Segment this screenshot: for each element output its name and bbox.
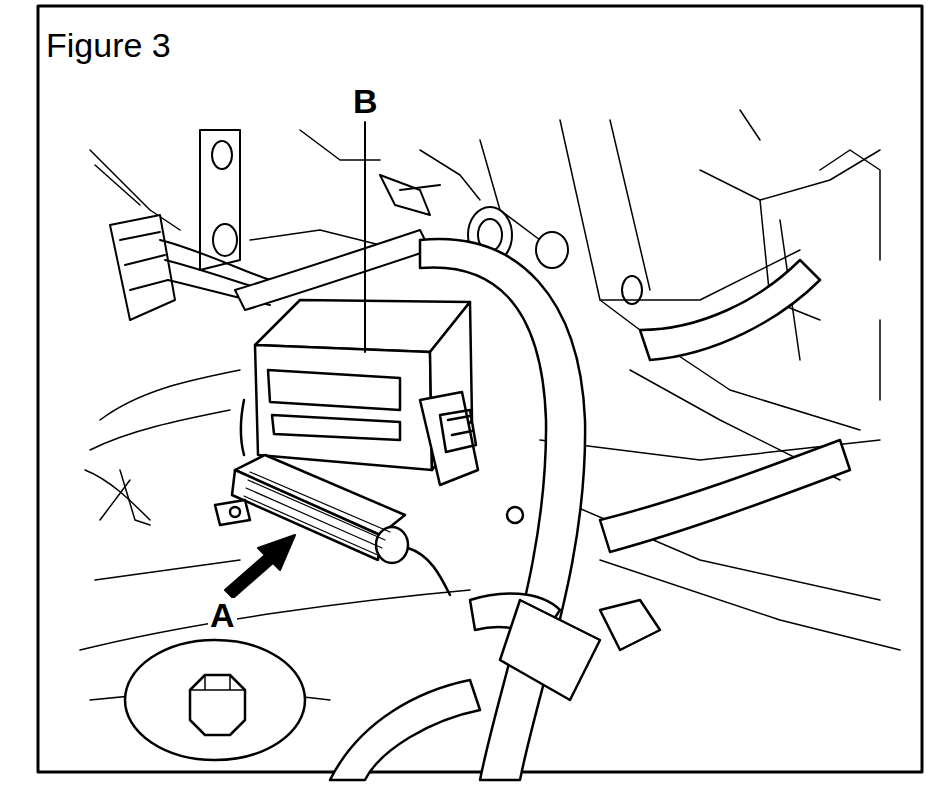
callout-letter: B [351,84,380,118]
callout-letter: A [208,598,237,632]
mount-bolt [125,640,305,760]
wire-harness [235,175,440,310]
background-structure [80,110,900,700]
figure-title: Figure 3 [46,28,171,62]
leader-line [364,122,366,352]
hoses [330,239,850,780]
figure-frame [38,6,922,772]
resistor-component [215,400,450,595]
callout-arrow [225,535,295,598]
